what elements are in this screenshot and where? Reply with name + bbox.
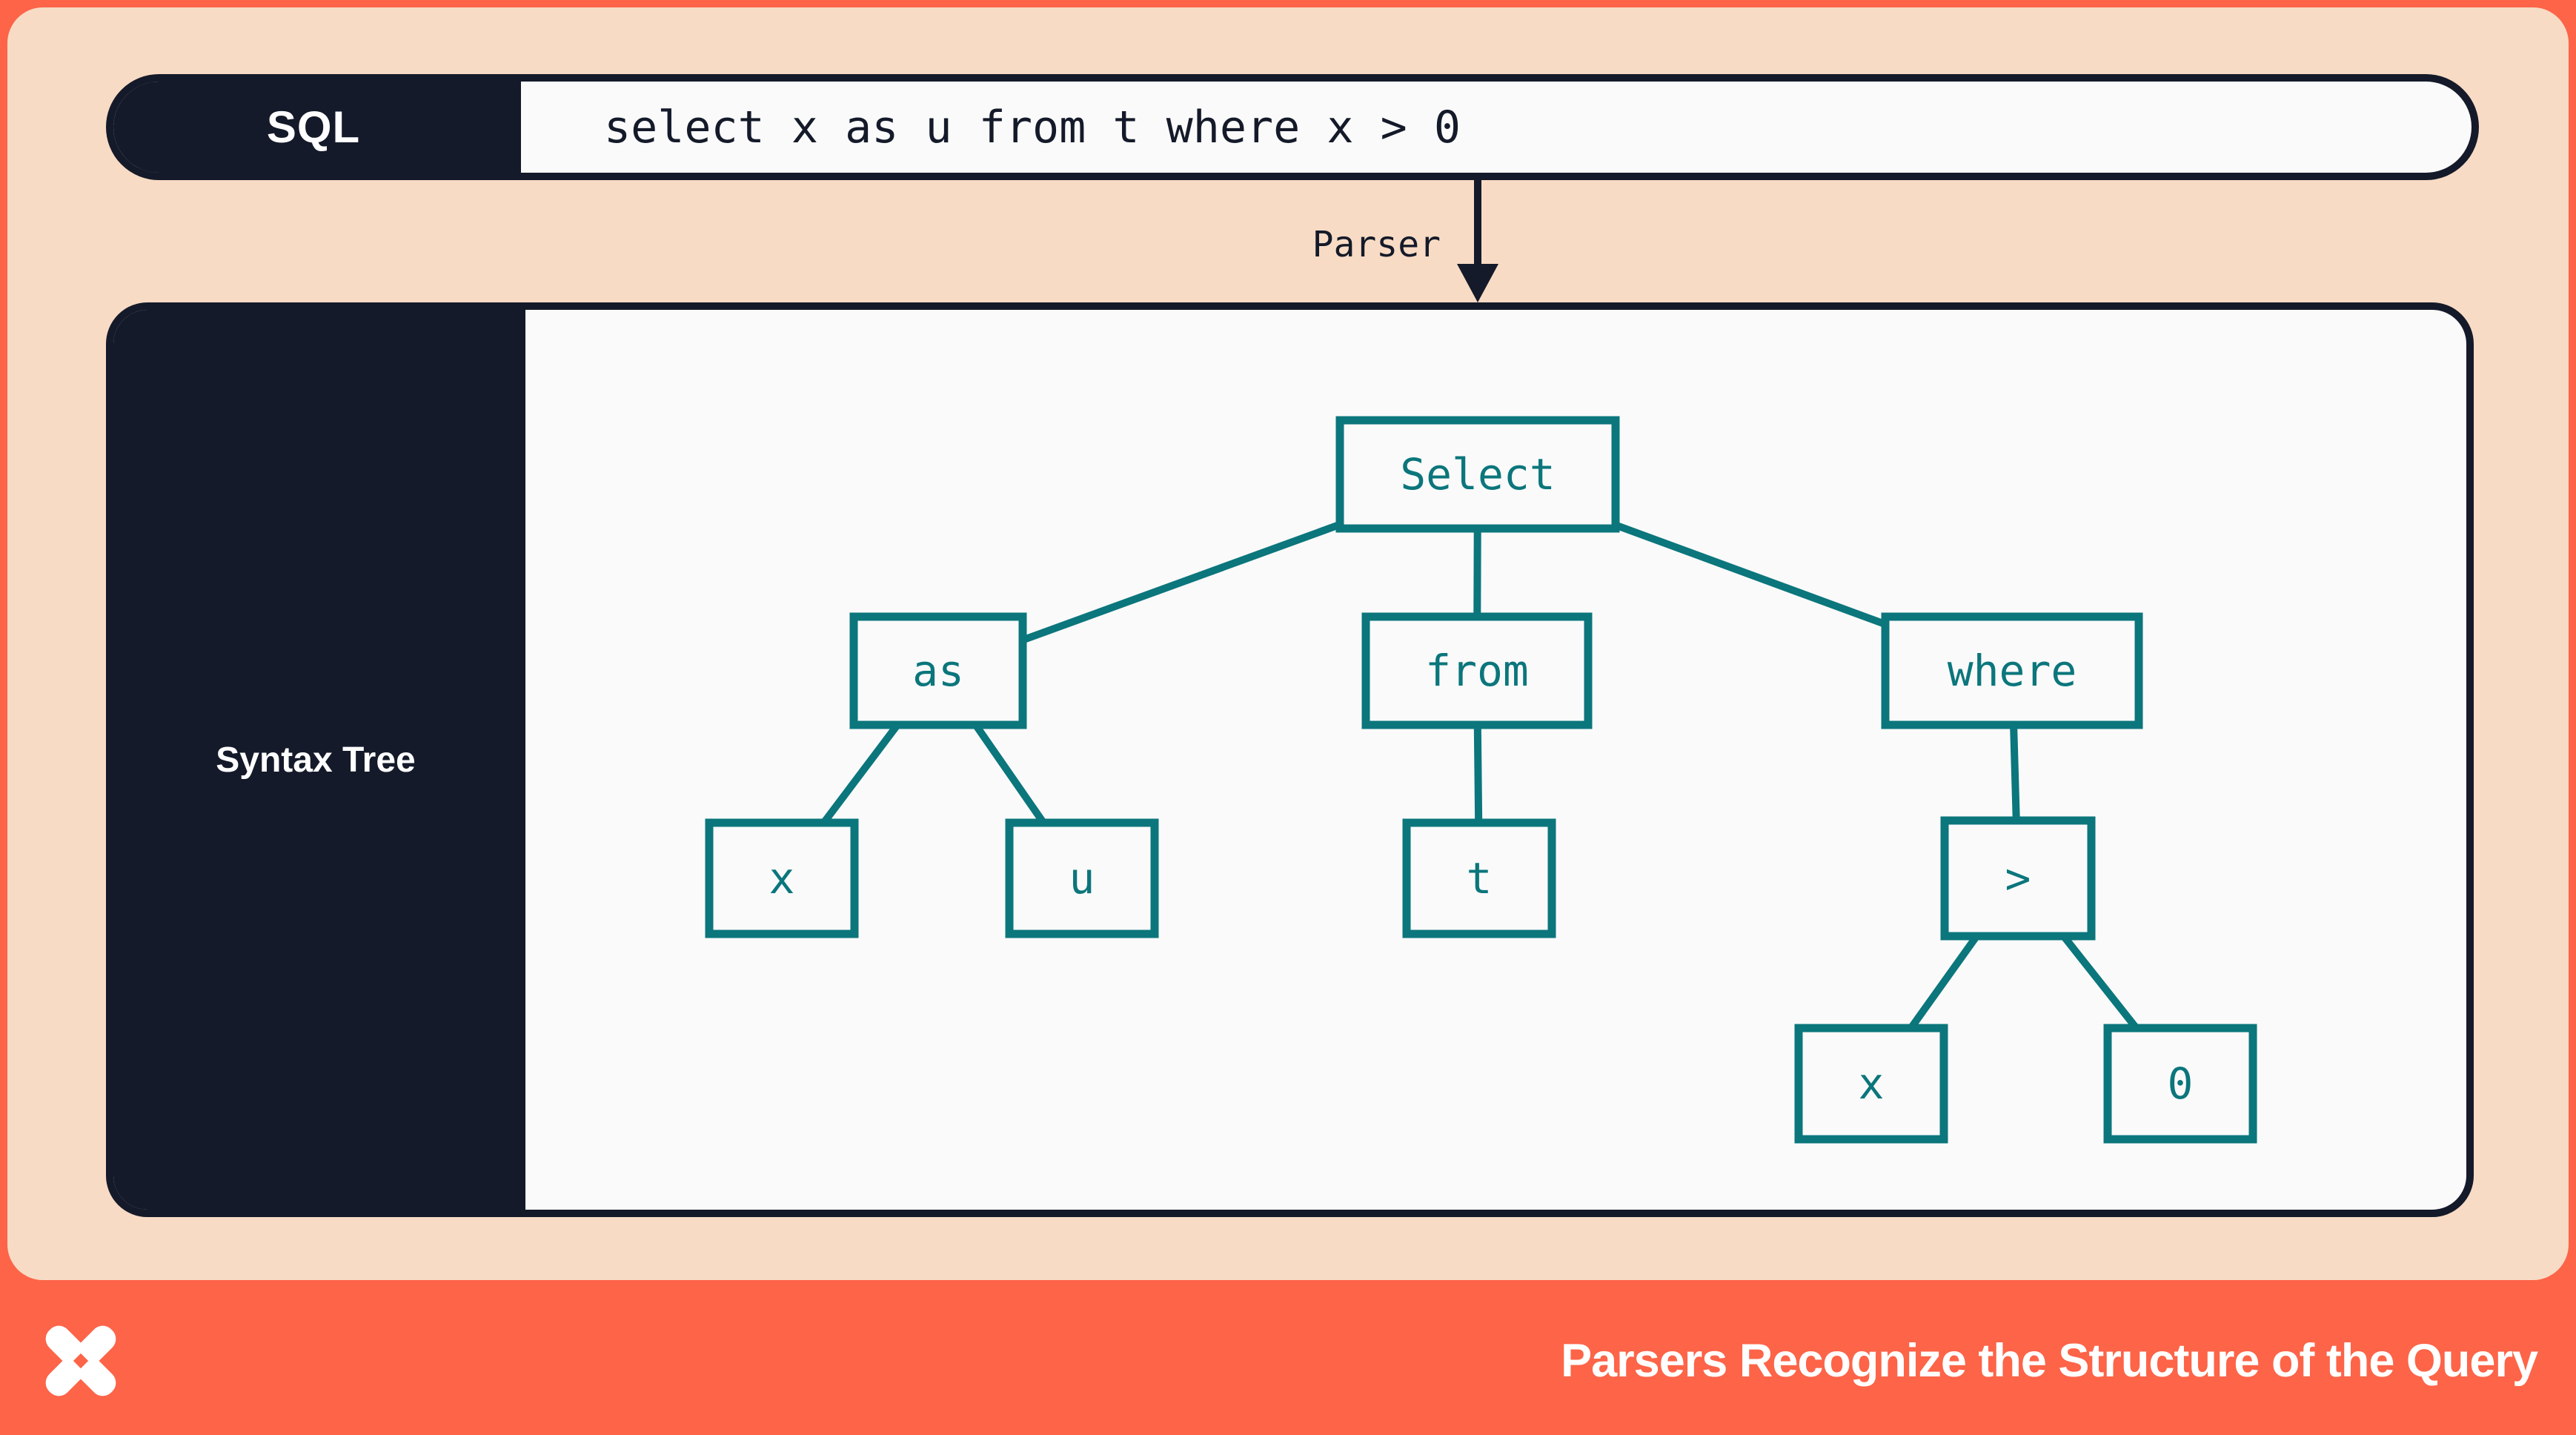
footer-caption: Parsers Recognize the Structure of the Q…: [1561, 1335, 2538, 1387]
sql-query-text: select x as u from t where x > 0: [604, 101, 1461, 153]
sql-bar-label: SQL: [266, 102, 361, 152]
syntax-tree-label-segment: Syntax Tree: [113, 310, 525, 1210]
parser-arrow-line: [1474, 180, 1481, 268]
syntax-tree-label: Syntax Tree: [216, 740, 416, 780]
sql-bar-label-segment: SQL: [113, 82, 521, 173]
parser-label: Parser: [1312, 224, 1441, 265]
parser-arrow-head-icon: [1457, 264, 1498, 302]
syntax-tree-panel: Syntax Tree: [106, 302, 2474, 1217]
sql-bar: select x as u from t where x > 0 SQL: [106, 74, 2479, 180]
dolt-x-logo-icon: [45, 1325, 116, 1396]
